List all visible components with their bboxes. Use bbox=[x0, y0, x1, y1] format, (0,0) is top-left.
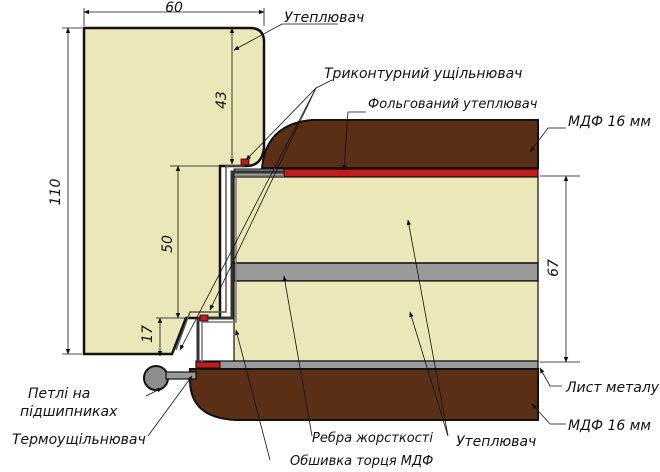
dim-43: 43 bbox=[214, 91, 230, 109]
dim-17: 17 bbox=[140, 325, 156, 343]
label-insulation-bottom: Утеплювач bbox=[456, 434, 536, 450]
dim-width-top: 60 bbox=[165, 0, 183, 16]
label-triple-seal: Триконтурний ущільнювач bbox=[324, 66, 522, 82]
frame-profile bbox=[82, 26, 266, 356]
stiffener-rib bbox=[233, 262, 539, 282]
label-insulation-top: Утеплювач bbox=[284, 10, 364, 26]
dim-height-left: 110 bbox=[48, 179, 64, 206]
label-hinges-line2: підшипниках bbox=[20, 404, 118, 420]
foil-strip-bottom bbox=[195, 361, 221, 369]
dim-67: 67 bbox=[546, 259, 562, 277]
metal-sheet bbox=[195, 360, 539, 370]
seal-2 bbox=[199, 314, 209, 322]
label-metal-sheet: Лист металу bbox=[565, 380, 660, 396]
label-mdf-top: МДФ 16 мм bbox=[568, 114, 651, 130]
mdf-top-panel bbox=[260, 119, 539, 169]
label-thermo-seal: Термоущільнювач bbox=[12, 432, 146, 448]
label-stiffener-ribs: Ребра жорсткості bbox=[312, 431, 433, 446]
dim-50: 50 bbox=[160, 235, 176, 253]
foil-strip-top bbox=[283, 168, 539, 178]
mdf-bottom-panel bbox=[189, 368, 539, 421]
insulation-lower bbox=[233, 280, 539, 362]
leaf-edge-profile bbox=[196, 170, 284, 362]
hinge-bearing bbox=[143, 365, 169, 391]
frame-inner-steel bbox=[175, 165, 244, 351]
label-edge-cladding: Обшивка торця МДФ bbox=[290, 454, 433, 469]
insulation-upper bbox=[233, 176, 539, 264]
label-hinges-line1: Петлі на bbox=[28, 386, 90, 402]
label-mdf-bottom: МДФ 16 мм bbox=[568, 418, 651, 434]
seal-1 bbox=[240, 158, 250, 166]
label-foil-insulation: Фольгований утеплювач bbox=[368, 97, 538, 112]
